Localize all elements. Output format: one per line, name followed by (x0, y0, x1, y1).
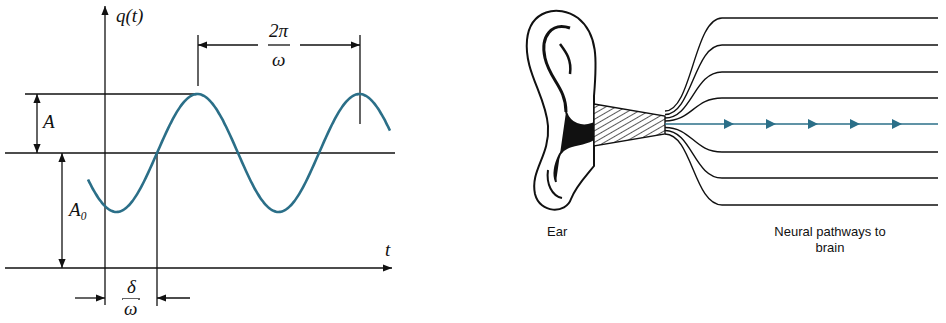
vertical-axis (104, 6, 105, 305)
axis-label: q(t) (115, 6, 144, 27)
time-axis (5, 267, 392, 268)
neural-pathways (665, 18, 938, 205)
dimension-label: ω (123, 299, 138, 320)
peak-reference-line (25, 93, 198, 94)
dimension-label: A (42, 112, 56, 133)
period-tick (197, 35, 198, 86)
sine-curve (88, 94, 390, 212)
dimension-label: A₀ (68, 200, 88, 221)
period-arrow (198, 44, 258, 45)
amplitude-dimension (36, 94, 37, 153)
axis-label: t (384, 240, 391, 261)
fraction-bar (268, 44, 290, 45)
part-label: Ear (547, 225, 567, 239)
auditory-nerve (594, 104, 665, 146)
ear-drawing (527, 11, 596, 210)
phase-arrow (75, 297, 105, 298)
phase-arrow (157, 297, 190, 298)
dimension-label: 2π (268, 21, 289, 42)
period-tick (359, 35, 360, 124)
offset-dimension (61, 153, 62, 268)
dimension-label: ω (271, 50, 286, 71)
part-label: Neural pathways to brain (765, 224, 895, 255)
period-arrow (300, 44, 360, 45)
mean-line (5, 152, 395, 153)
signal-path (665, 119, 938, 129)
dimension-label: δ (126, 277, 137, 298)
phase-tick (156, 153, 157, 306)
